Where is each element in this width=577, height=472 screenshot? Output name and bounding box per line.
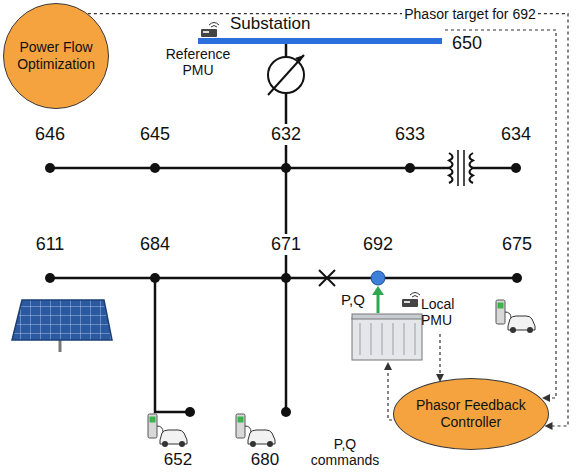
controller-ellipse: Phasor Feedback Controller bbox=[393, 378, 549, 450]
node-text: Phasor Feedback Controller bbox=[410, 397, 532, 431]
edge-label: Phasor target for 692 bbox=[402, 6, 538, 22]
bus-number: 632 bbox=[269, 124, 303, 145]
power-label: P,Q bbox=[341, 291, 365, 308]
bus-number: 692 bbox=[363, 234, 393, 255]
bus-number: 634 bbox=[501, 124, 531, 145]
bus-number: 645 bbox=[140, 124, 170, 145]
dashed-connector bbox=[88, 14, 568, 430]
bus-number: 675 bbox=[502, 234, 532, 255]
bus-number: 611 bbox=[36, 234, 65, 255]
bus-number: 680 bbox=[251, 450, 279, 470]
bus-number: 650 bbox=[452, 33, 482, 54]
pmu-label: Local PMU bbox=[421, 296, 465, 328]
bus-number: 633 bbox=[395, 124, 425, 145]
optimizer-circle: Power Flow Optimization bbox=[3, 3, 109, 109]
bus-number: 652 bbox=[164, 450, 192, 470]
bus-number: 684 bbox=[140, 234, 170, 255]
bus-number: 646 bbox=[35, 124, 65, 145]
pmu-label: Reference PMU bbox=[160, 46, 236, 78]
substation-label: Substation bbox=[230, 14, 310, 34]
node-text: Power Flow Optimization bbox=[10, 39, 102, 73]
bus-number: 671 bbox=[269, 234, 303, 255]
command-label: P,Q commands bbox=[305, 436, 385, 468]
